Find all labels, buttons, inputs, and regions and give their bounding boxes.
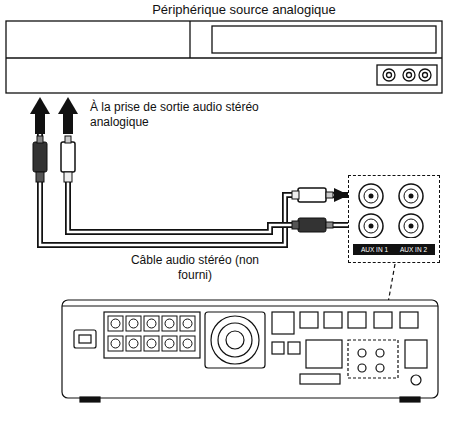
receiver-rear-panel (62, 300, 438, 402)
rca-plug (33, 136, 75, 182)
terminal (183, 319, 192, 328)
jack-label: AUX IN 1 (361, 245, 388, 254)
audio-cable (40, 97, 348, 245)
terminal (162, 336, 177, 351)
cable-core (68, 140, 348, 232)
terminal (111, 339, 120, 348)
jack-label-band: AUX IN 1 AUX IN 2 (353, 244, 435, 255)
rca-plug (292, 188, 333, 232)
terminal (147, 319, 156, 328)
terminal (180, 336, 195, 351)
terminal (144, 336, 159, 351)
terminal (147, 339, 156, 348)
terminal (111, 319, 120, 328)
speaker-terminals (108, 316, 195, 351)
terminal (144, 316, 159, 331)
terminal (165, 319, 174, 328)
terminal (180, 316, 195, 331)
cable-label: Câble audio stéréo (non fourni) (120, 253, 270, 283)
source-device: Périphérique source analogique (5, 2, 443, 94)
terminal (129, 319, 138, 328)
terminal (183, 339, 192, 348)
device-outline (5, 20, 443, 94)
terminal (126, 336, 141, 351)
gap (30, 96, 50, 134)
terminal (108, 316, 123, 331)
terminal (162, 316, 177, 331)
terminal (108, 336, 123, 351)
note: À la prise de sortie audio stéréo analog… (90, 100, 265, 130)
jack-label: AUX IN 2 (400, 245, 427, 254)
rca-jacks (349, 176, 438, 238)
cable (68, 140, 348, 232)
aux-input-inset: AUX IN 1 AUX IN 2 (348, 175, 440, 263)
arrow (30, 97, 78, 134)
terminal (165, 339, 174, 348)
terminal (129, 339, 138, 348)
device-heading: Périphérique source analogique (5, 2, 443, 18)
terminal (126, 316, 141, 331)
